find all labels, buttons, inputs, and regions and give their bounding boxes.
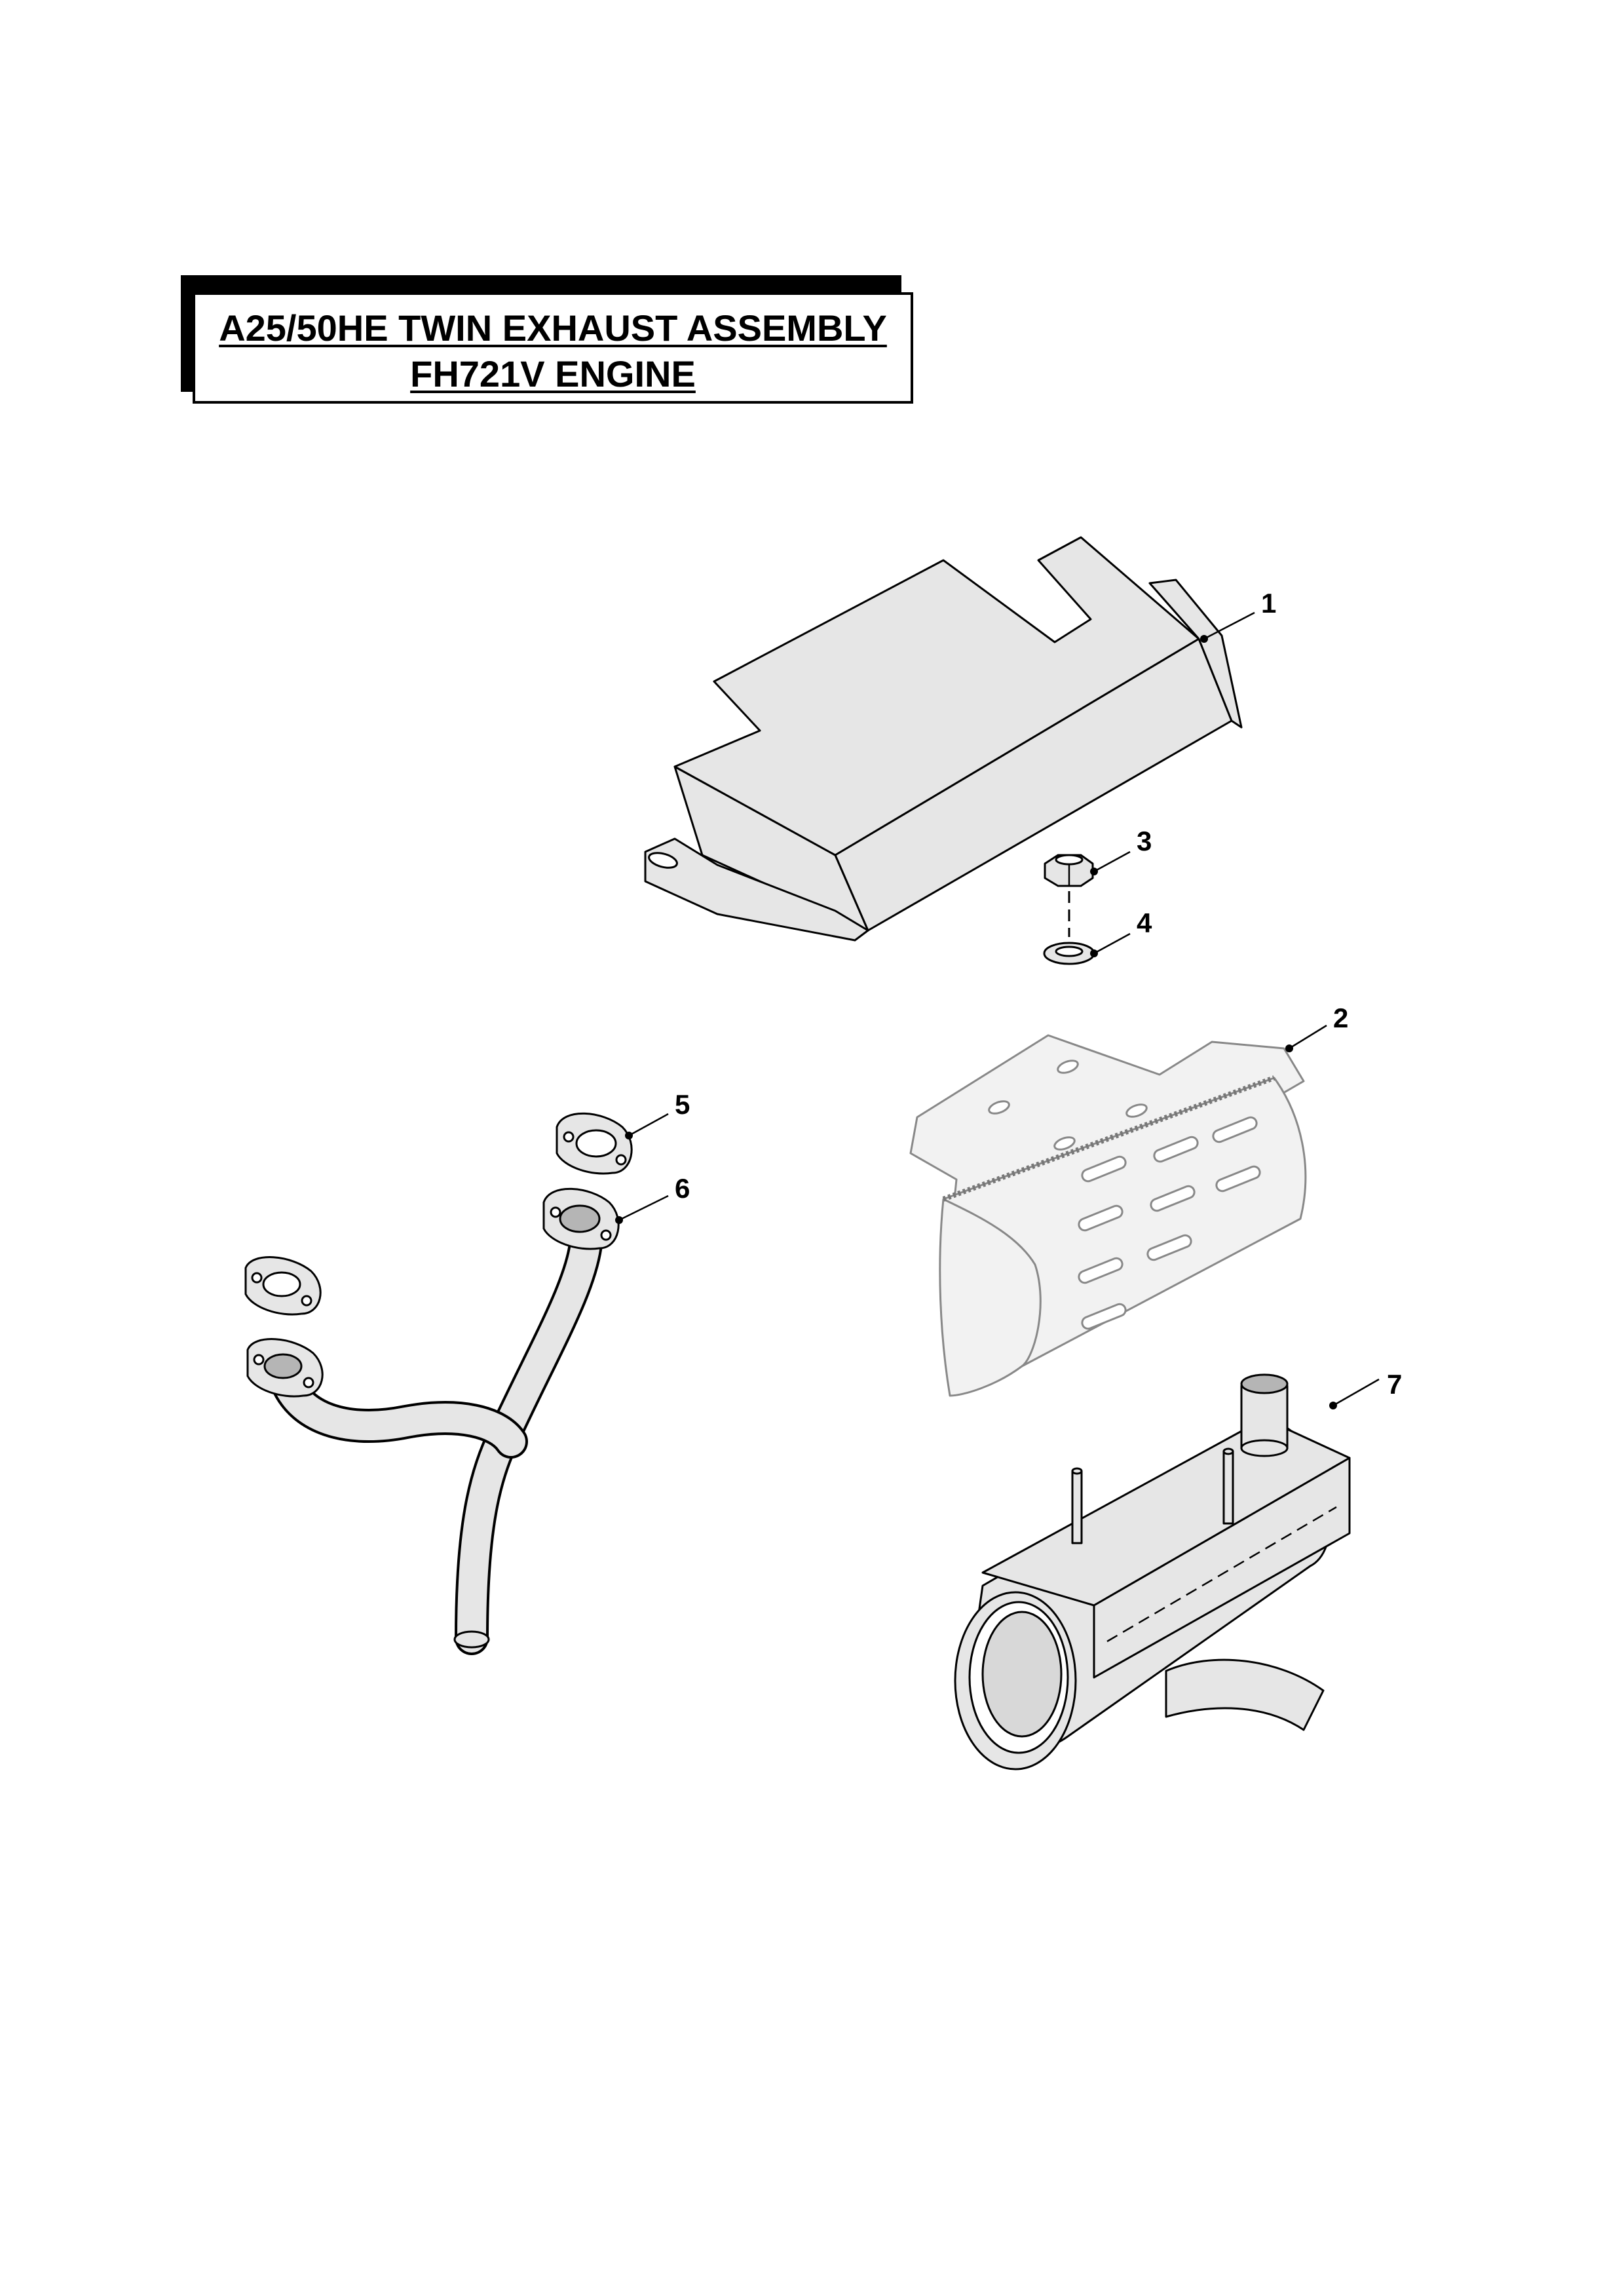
title-line-1: A25/50HE TWIN EXHAUST ASSEMBLY	[219, 307, 887, 349]
callout-2: 2	[1285, 1003, 1348, 1052]
callout-label-7: 7	[1387, 1369, 1402, 1400]
callout-5: 5	[625, 1089, 690, 1139]
callout-label-4: 4	[1137, 908, 1152, 938]
part-4-washer	[1043, 942, 1095, 965]
callout-label-1: 1	[1261, 588, 1276, 619]
callout-label-2: 2	[1333, 1003, 1348, 1033]
part-7-muffler	[954, 1373, 1351, 1770]
part-5-exhaust-gasket	[244, 1112, 633, 1316]
callout-label-3: 3	[1137, 826, 1152, 856]
part-2-muffler-guard	[909, 1034, 1307, 1397]
title-box: A25/50HE TWIN EXHAUST ASSEMBLY FH721V EN…	[193, 292, 913, 404]
callout-4: 4	[1090, 908, 1152, 957]
part-3-hex-nut	[1044, 854, 1094, 887]
callout-7: 7	[1329, 1369, 1402, 1409]
callout-6: 6	[615, 1173, 690, 1224]
callout-label-5: 5	[675, 1089, 690, 1120]
callout-1: 1	[1200, 588, 1276, 643]
part-1-heat-shield	[644, 536, 1243, 942]
callout-label-6: 6	[675, 1173, 690, 1204]
callout-3: 3	[1090, 826, 1152, 875]
title-line-2: FH721V ENGINE	[410, 353, 696, 394]
part-6-twin-exhaust-pipe	[246, 1187, 620, 1655]
